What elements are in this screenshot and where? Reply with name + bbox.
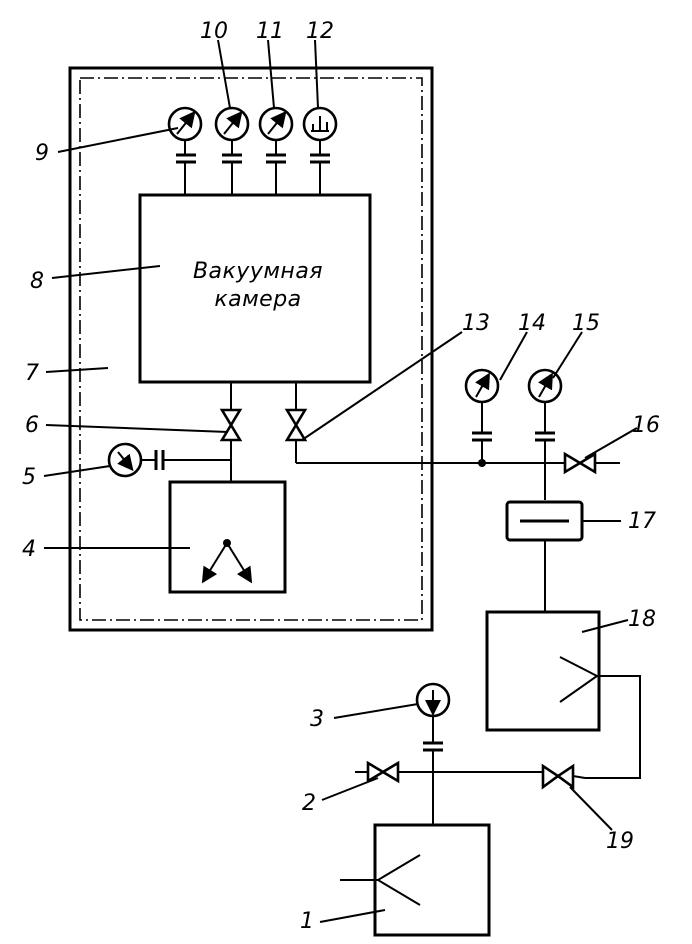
gauge-11: [258, 106, 294, 195]
label-6: 6: [25, 413, 39, 438]
label-17: 17: [628, 509, 656, 534]
gauge-14: [464, 368, 500, 463]
trap-17: [505, 500, 584, 612]
label-18: 18: [628, 607, 656, 632]
label-11: 11: [256, 19, 284, 44]
label-12: 12: [306, 19, 334, 44]
label-19: 19: [606, 829, 634, 854]
label-15: 15: [572, 311, 600, 336]
vacuum-chamber: Вакуумная камера: [138, 193, 372, 384]
label-13: 13: [462, 311, 490, 336]
pump-1: [340, 823, 491, 937]
gauge-9: [167, 106, 203, 195]
label-3: 3: [310, 707, 324, 732]
label-9: 9: [35, 141, 49, 166]
chamber-title-line1: Вакуумная: [193, 259, 323, 284]
gauge-15: [527, 368, 563, 500]
valve-2: [366, 760, 400, 784]
enclosure: [68, 66, 434, 632]
pump-18: [485, 610, 641, 779]
label-14: 14: [518, 311, 546, 336]
leader-lines: [43, 39, 638, 923]
label-16: 16: [632, 413, 660, 438]
gauge-10: [214, 106, 250, 195]
label-1: 1: [300, 909, 314, 934]
chamber-title-line2: камера: [214, 287, 301, 312]
lower-pipeline: [355, 771, 543, 825]
valve-16: [563, 451, 597, 475]
valve-19: [541, 763, 586, 790]
pump-4: [168, 480, 287, 594]
gauge-5: [107, 442, 231, 478]
valve-13: [284, 382, 308, 463]
label-2: 2: [302, 791, 316, 816]
gauge-12: [302, 106, 338, 195]
label-10: 10: [200, 19, 228, 44]
label-7: 7: [25, 361, 39, 386]
gauge-3: [415, 682, 451, 772]
label-4: 4: [22, 537, 36, 562]
label-8: 8: [30, 269, 44, 294]
label-5: 5: [22, 465, 36, 490]
